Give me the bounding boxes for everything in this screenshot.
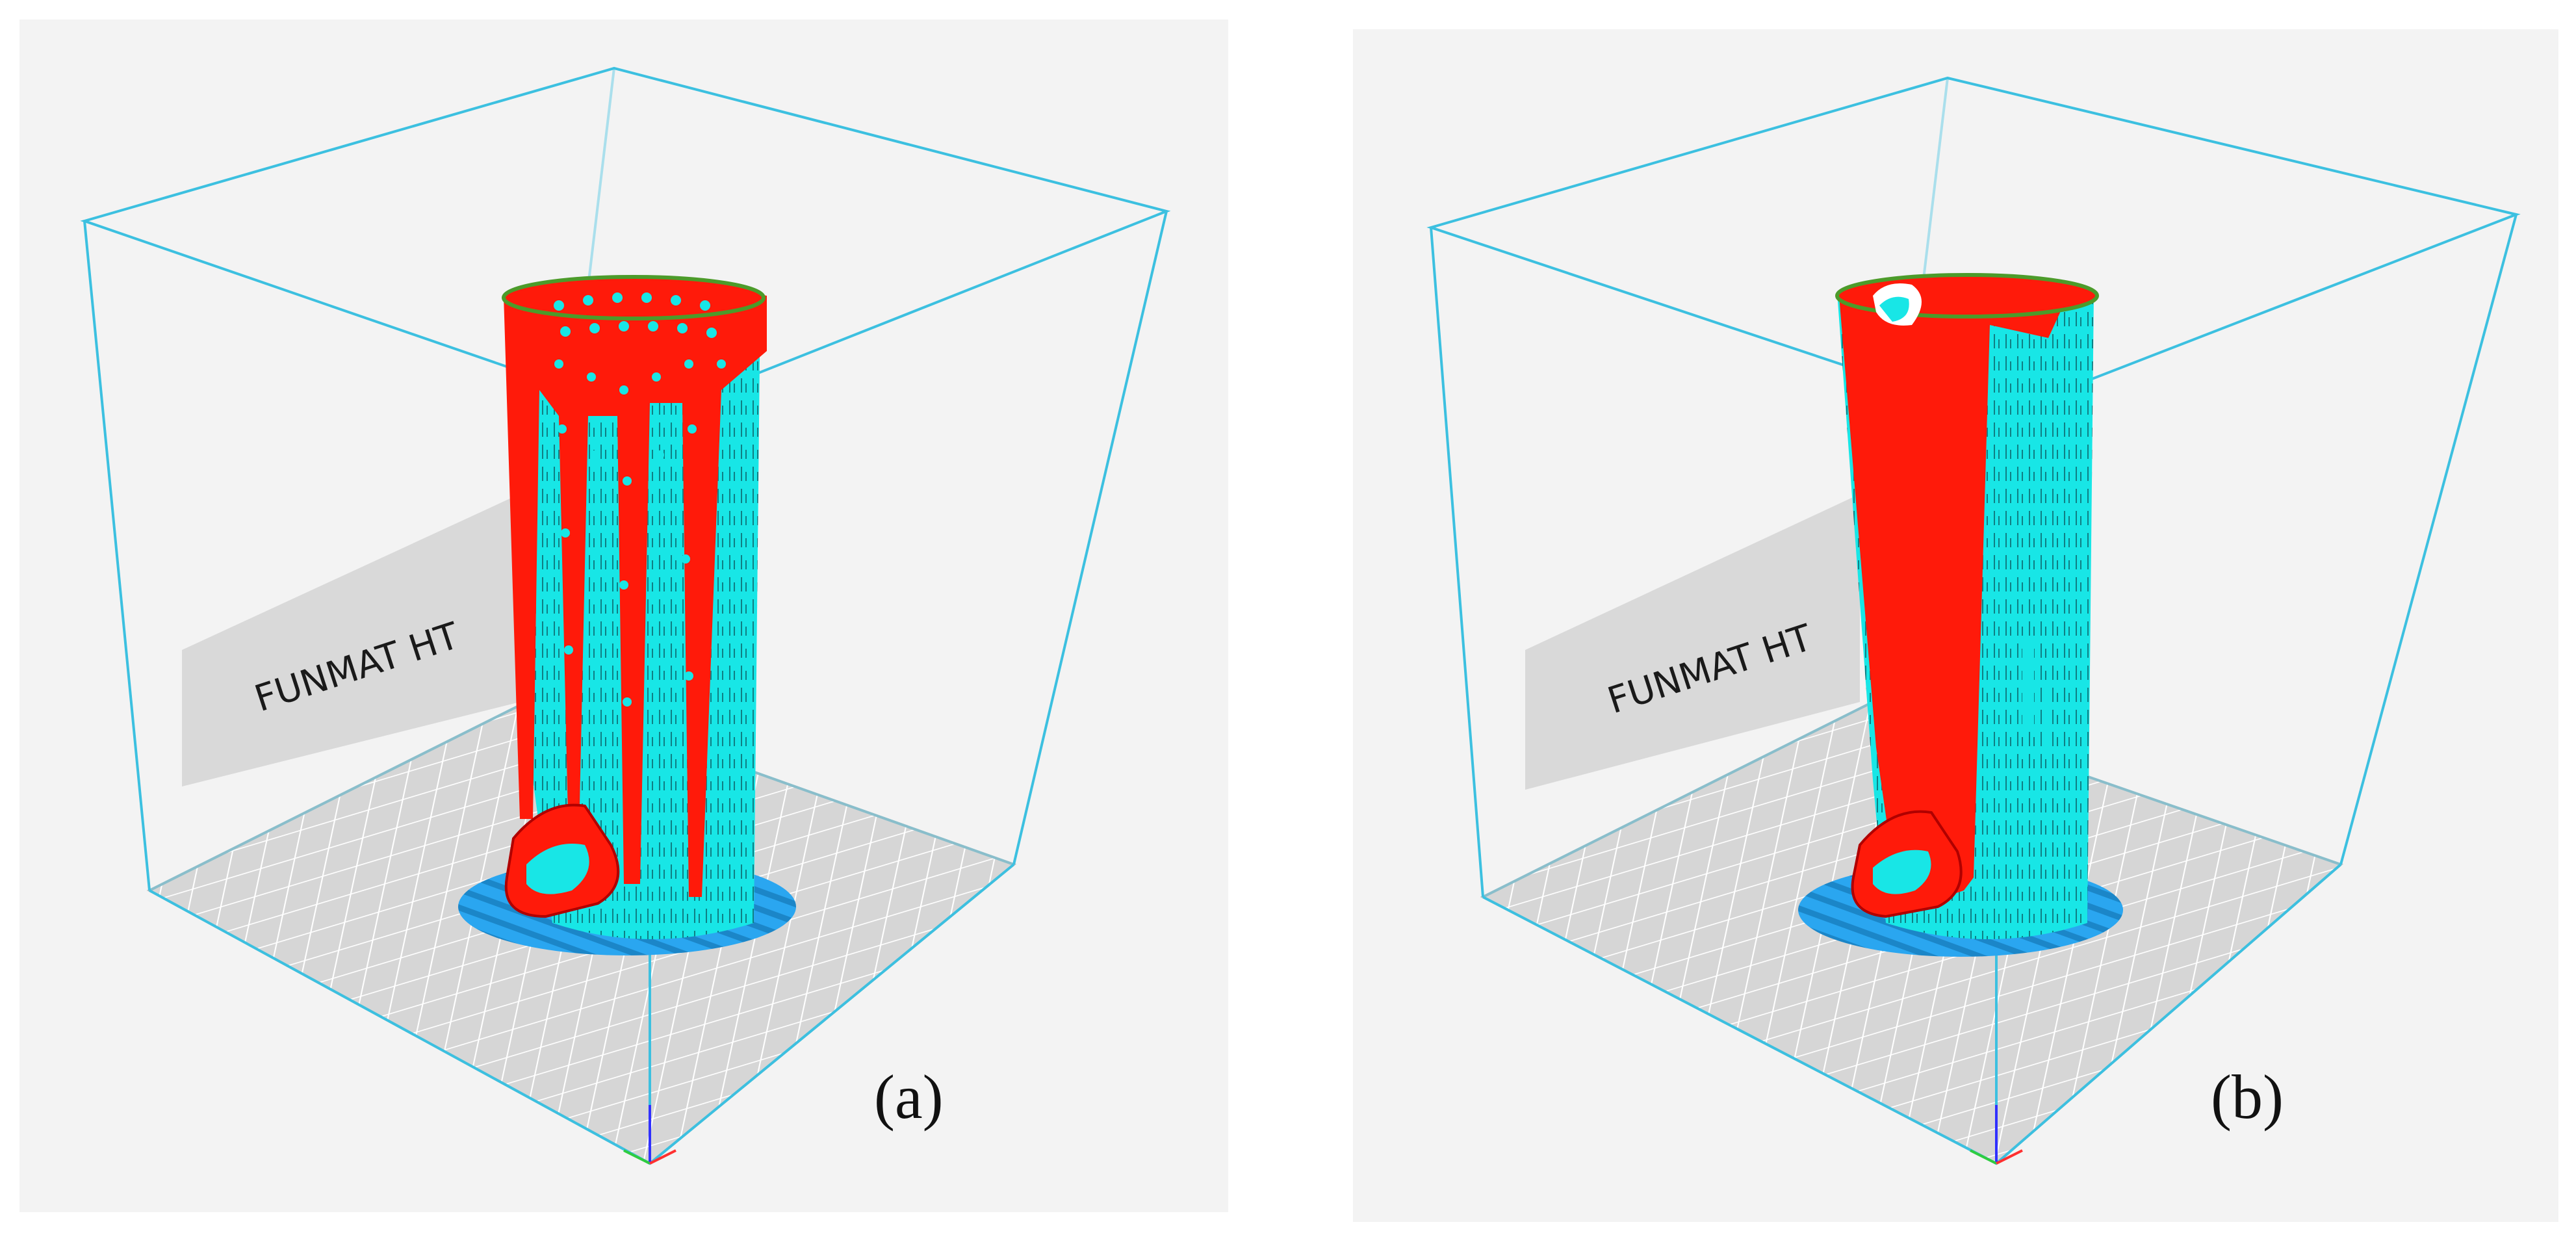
viewport-a[interactable]: FUNMAT HT bbox=[0, 0, 1288, 1233]
printed-part bbox=[502, 275, 767, 939]
overhang-region bbox=[504, 281, 767, 897]
printed-part bbox=[1835, 273, 2099, 939]
panel-caption-b: (b) bbox=[2211, 1062, 2284, 1132]
printer-label-plate: FUNMAT HT bbox=[1525, 494, 1860, 790]
printer-label-plate: FUNMAT HT bbox=[182, 494, 520, 786]
panel-caption-a: (a) bbox=[874, 1062, 944, 1132]
axis-gizmo bbox=[1970, 1105, 2023, 1165]
viewport-b[interactable]: FUNMAT HT bbox=[1288, 0, 2576, 1233]
build-volume-frame bbox=[80, 66, 1171, 1165]
panel-a: FUNMAT HT bbox=[0, 0, 1288, 1233]
overhang-region bbox=[1839, 278, 1964, 903]
perforations bbox=[554, 292, 726, 707]
axis-gizmo bbox=[623, 1105, 676, 1165]
panel-b: FUNMAT HT bbox=[1288, 0, 2576, 1233]
